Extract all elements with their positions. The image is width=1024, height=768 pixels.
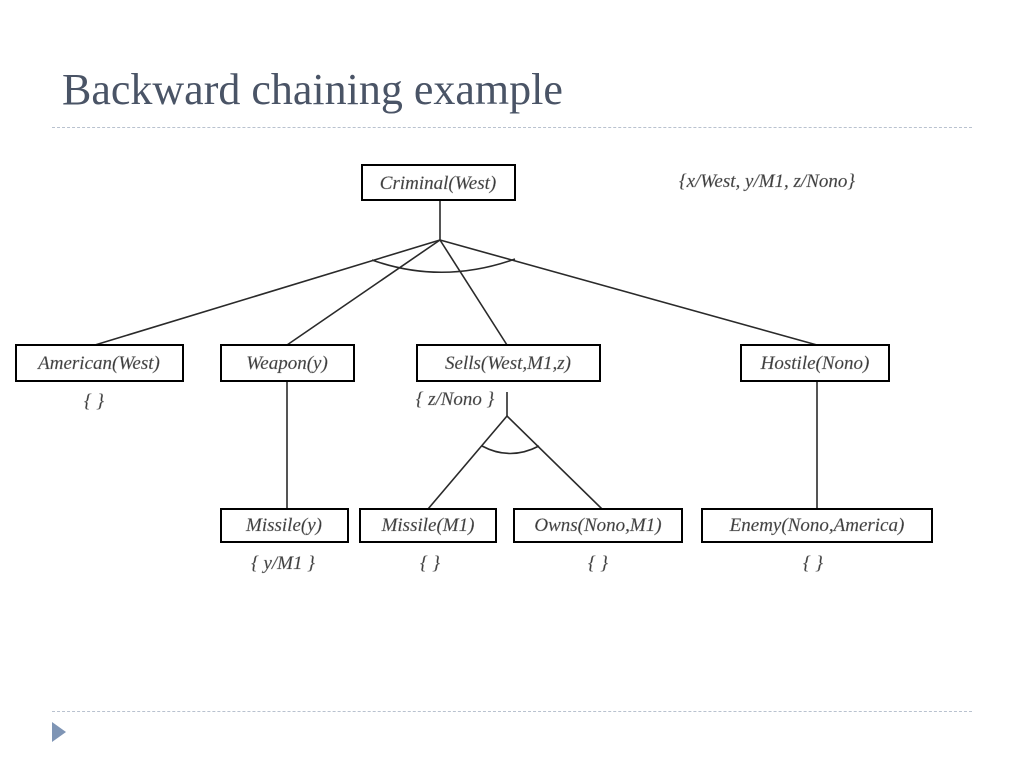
conjunction-arc-sells (481, 445, 540, 455)
node-label: Sells(West,M1,z) (445, 353, 571, 374)
node-american-west: American(West) (15, 344, 184, 382)
node-sells: Sells(West,M1,z) (416, 344, 601, 382)
title-divider (52, 127, 972, 128)
node-missile-y: Missile(y) (220, 508, 349, 543)
edge-criminal-sells (439, 239, 508, 346)
node-label: American(West) (36, 353, 160, 374)
edge-sells-missile-m1 (427, 415, 508, 510)
node-weapon-y: Weapon(y) (220, 344, 355, 382)
slide-title: Backward chaining example (62, 65, 563, 114)
node-label: Missile(M1) (381, 515, 475, 536)
substitution-sells: { z/Nono } (416, 389, 495, 410)
edge-criminal-weapon (286, 239, 441, 346)
node-label: Owns(Nono,M1) (534, 515, 661, 536)
edge-criminal-hostile (439, 239, 818, 346)
node-hostile-nono: Hostile(Nono) (740, 344, 890, 382)
root-substitution: {x/West, y/M1, z/Nono} (679, 171, 855, 192)
node-enemy: Enemy(Nono,America) (701, 508, 933, 543)
node-label: Criminal(West) (380, 173, 496, 194)
edge-criminal-american (94, 239, 441, 346)
footer-divider (52, 711, 972, 712)
substitution-american: { } (84, 391, 104, 412)
edges (94, 200, 818, 510)
edge-sells-owns (506, 415, 603, 510)
node-criminal-west: Criminal(West) (361, 164, 516, 201)
conjunction-arc-root (371, 258, 516, 274)
node-label: Weapon(y) (246, 353, 328, 374)
node-missile-m1: Missile(M1) (359, 508, 497, 543)
node-label: Enemy(Nono,America) (729, 515, 905, 536)
node-label: Missile(y) (245, 515, 322, 536)
node-label: Hostile(Nono) (760, 353, 870, 374)
node-owns: Owns(Nono,M1) (513, 508, 683, 543)
substitution-missile-m1: { } (420, 553, 440, 574)
substitution-enemy: { } (803, 553, 823, 574)
substitution-missile-y: { y/M1 } (251, 553, 315, 574)
substitution-owns: { } (588, 553, 608, 574)
next-slide-arrow-icon[interactable] (52, 722, 66, 742)
